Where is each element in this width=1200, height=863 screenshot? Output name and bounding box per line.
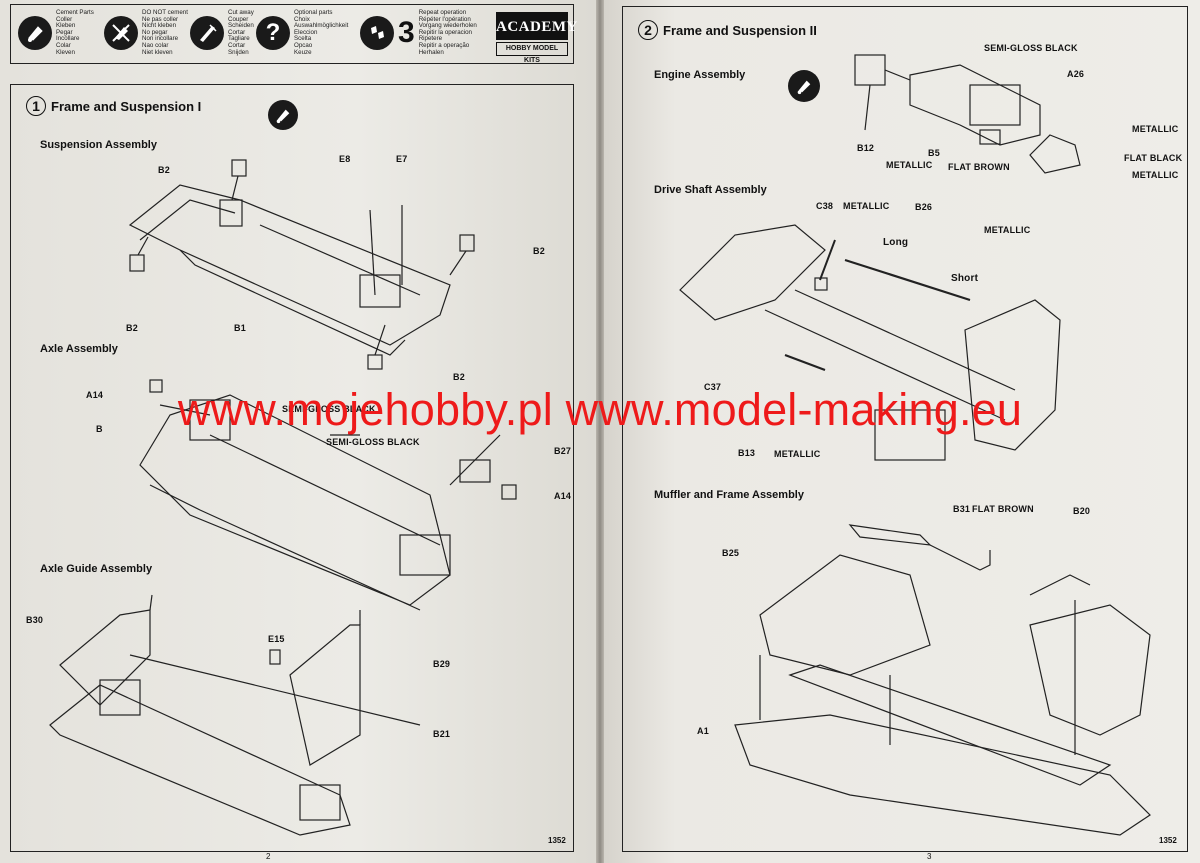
label-a26: A26 <box>1067 69 1085 79</box>
label-b5: B5 <box>928 148 940 158</box>
label-long: Long <box>883 237 909 248</box>
axle-guide-frame-drawing <box>49 594 421 836</box>
label-b20: B20 <box>1073 506 1091 516</box>
right-page-number: 3 <box>927 852 932 861</box>
watermark-text: www.mojehobby.pl www.model-making.eu <box>177 384 1023 435</box>
label-semi-gloss: SEMI-GLOSS BLACK <box>984 43 1078 53</box>
question-icon: ? <box>256 16 290 51</box>
cut-away-icon <box>190 16 224 51</box>
legend-cut-away: Cut away Couper Scheiden Cortar Tagliare… <box>190 9 254 56</box>
label-b1: B1 <box>234 323 246 333</box>
label-b29: B29 <box>433 659 451 669</box>
axle-assembly-title: Axle Assembly <box>40 343 118 355</box>
muffler-frame-drawing <box>734 524 1151 836</box>
label-b: B <box>96 424 103 434</box>
legend-cement-text: Cement Parts Coller Kleben Pegar Incolla… <box>56 9 94 56</box>
right-page <box>604 0 1200 863</box>
label-b2-c: B2 <box>126 323 138 333</box>
legend-repeat-text: Repeat operation Répéter l'opération Vor… <box>418 9 477 56</box>
axle-frame-drawing <box>139 379 517 611</box>
label-b13: B13 <box>738 448 756 458</box>
label-a14-b: A14 <box>554 491 572 501</box>
repeat-count: 3 <box>398 16 415 50</box>
label-e7: E7 <box>396 154 408 164</box>
label-e15: E15 <box>268 634 285 644</box>
label-b21: B21 <box>433 729 451 739</box>
academy-logo: ACADEMY HOBBY MODEL KITS <box>496 12 577 64</box>
label-b2-b: B2 <box>533 246 545 256</box>
label-semi-gloss-1: SEMI-GLOSS BLACK <box>282 404 376 414</box>
axle-guide-assembly-title: Axle Guide Assembly <box>40 563 153 575</box>
right-code: 1352 <box>1159 836 1177 845</box>
left-content-frame <box>10 84 574 852</box>
legend-frame <box>10 4 574 64</box>
label-b12: B12 <box>857 143 875 153</box>
suspension-frame-drawing <box>128 159 475 370</box>
label-b25: B25 <box>722 548 740 558</box>
label-c38: C38 <box>816 201 834 211</box>
suspension-assembly-title: Suspension Assembly <box>40 139 157 151</box>
legend-optional-text: Optional parts Choix Auswahlmöglichkeit … <box>294 9 349 56</box>
label-metallic-3: METALLIC <box>886 160 933 170</box>
cement-icon <box>268 100 298 130</box>
left-page-number: 2 <box>266 852 271 861</box>
muffler-frame-assembly-title: Muffler and Frame Assembly <box>654 489 804 501</box>
drive-shaft-assembly-title: Drive Shaft Assembly <box>654 184 767 196</box>
label-e8: E8 <box>339 154 351 164</box>
label-metallic-1: METALLIC <box>1132 124 1179 134</box>
step-1-header: 1 Frame and Suspension I <box>26 96 201 116</box>
page-gutter <box>596 0 604 863</box>
repeat-icon <box>360 16 394 51</box>
drive-shaft-drawing <box>679 224 1061 461</box>
engine-assembly-title: Engine Assembly <box>654 69 746 81</box>
label-b27: B27 <box>554 446 572 456</box>
label-metallic-4: METALLIC <box>843 201 890 211</box>
cement-icon <box>18 16 52 51</box>
legend-no-cement-text: DO NOT cement Ne pas coller Nicht kleben… <box>142 9 188 56</box>
step-2-header: 2 Frame and Suspension II <box>638 20 817 40</box>
legend-cut-away-text: Cut away Couper Scheiden Cortar Tagliare… <box>228 9 254 56</box>
academy-brand: ACADEMY <box>496 12 577 40</box>
label-a14-a: A14 <box>86 390 104 400</box>
right-content-frame <box>622 6 1188 852</box>
step-1-title: Frame and Suspension I <box>51 98 202 114</box>
label-b2-a: B2 <box>158 165 170 175</box>
label-semi-gloss-2: SEMI-GLOSS BLACK <box>326 437 420 447</box>
label-metallic-2: METALLIC <box>1132 170 1179 180</box>
engine-drawing <box>854 54 1081 174</box>
label-b26: B26 <box>915 202 933 212</box>
left-page <box>0 0 596 863</box>
label-b31: B31 <box>953 504 971 514</box>
label-metallic-5: METALLIC <box>984 225 1031 235</box>
legend-optional: ? Optional parts Choix Auswahlmöglichkei… <box>256 9 349 56</box>
label-flat-brown-1: FLAT BROWN <box>948 162 1010 172</box>
left-code: 1352 <box>548 836 566 845</box>
label-a1: A1 <box>697 726 709 736</box>
step-1-number: 1 <box>26 96 46 116</box>
cement-icon <box>788 70 820 102</box>
label-b2-d: B2 <box>453 372 465 382</box>
academy-subbrand: HOBBY MODEL KITS <box>496 42 568 64</box>
label-c37: C37 <box>704 382 722 392</box>
no-cement-icon <box>104 16 138 51</box>
label-flat-brown-2: FLAT BROWN <box>972 504 1034 514</box>
legend-no-cement: DO NOT cement Ne pas coller Nicht kleben… <box>104 9 188 56</box>
legend-cement: Cement Parts Coller Kleben Pegar Incolla… <box>18 9 94 56</box>
legend-repeat: 3 Repeat operation Répéter l'opération V… <box>360 9 477 56</box>
label-metallic-6: METALLIC <box>774 449 821 459</box>
step-2-number: 2 <box>638 20 658 40</box>
label-short: Short <box>951 273 979 284</box>
step-2-title: Frame and Suspension II <box>663 22 817 38</box>
label-flat-black: FLAT BLACK <box>1124 153 1183 163</box>
label-b30: B30 <box>26 615 44 625</box>
